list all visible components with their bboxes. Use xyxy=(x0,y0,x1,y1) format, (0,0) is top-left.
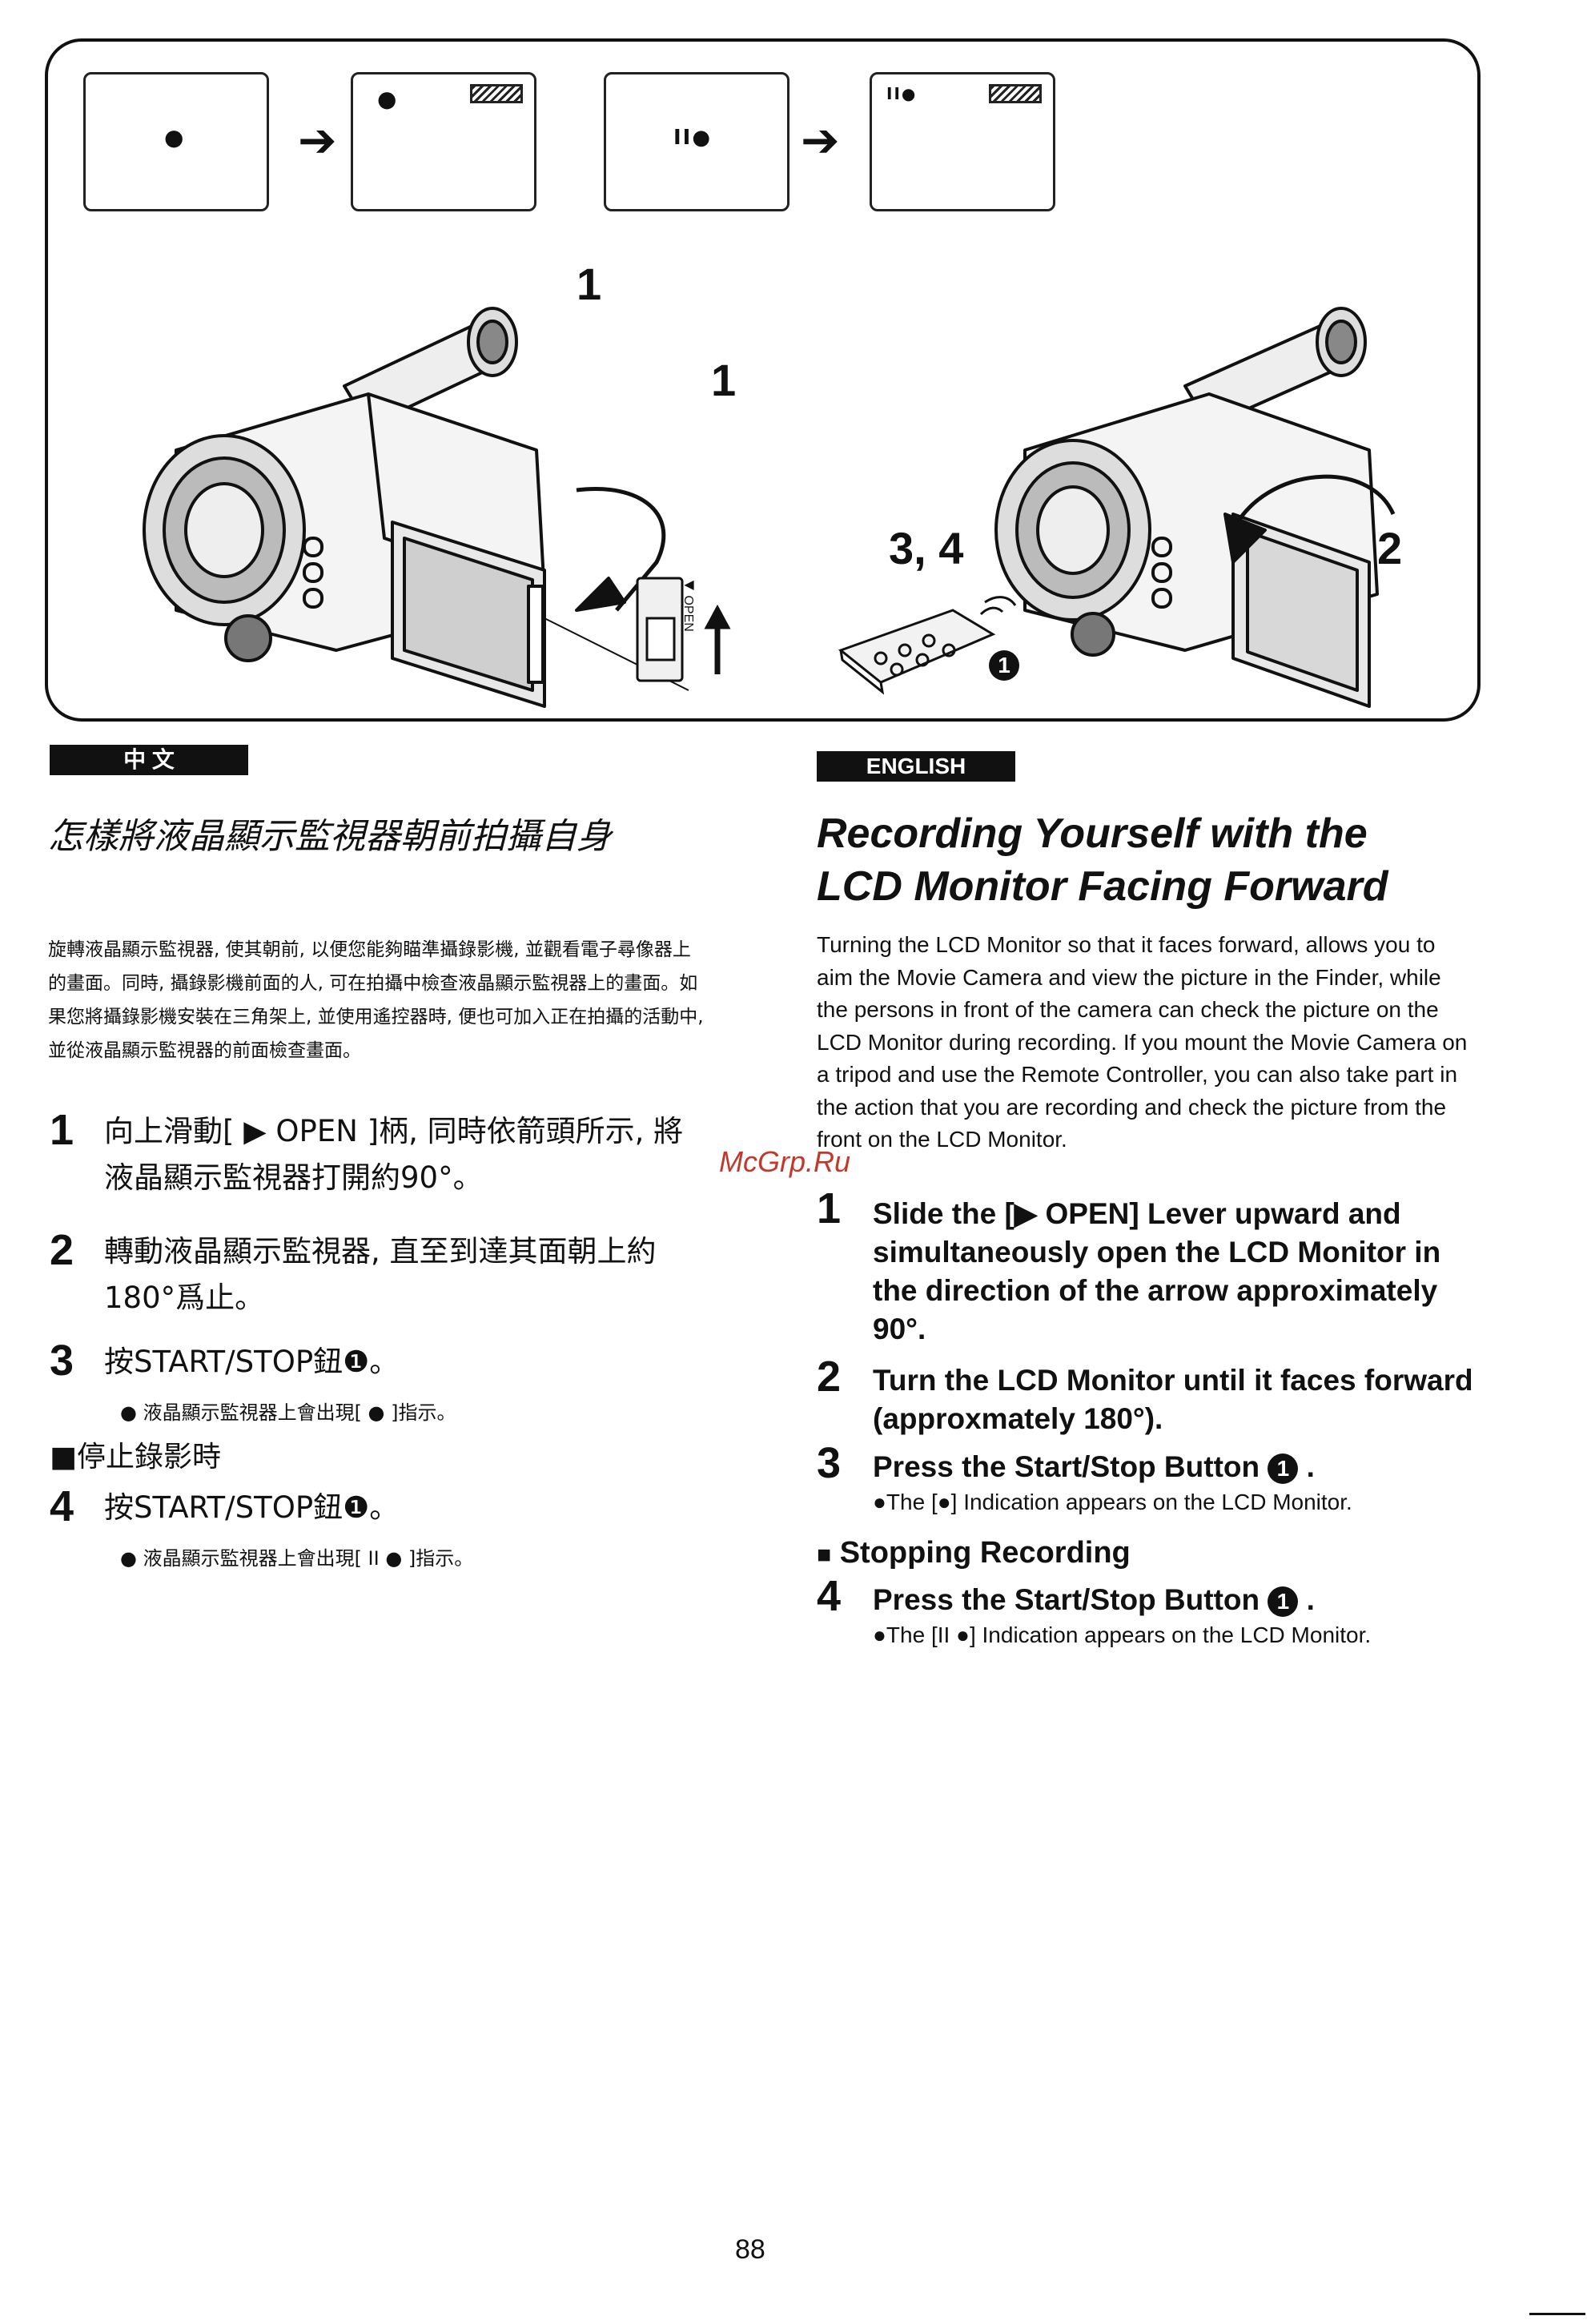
english-step-3-number: 3 xyxy=(817,1439,842,1487)
chinese-step-2: 轉動液晶顯示監視器, 直至到達其面朝上約180°爲止。 xyxy=(104,1234,657,1315)
chinese-step-1-number: 1 xyxy=(50,1106,74,1154)
open-lever-label: ◀ OPEN xyxy=(681,577,695,632)
open-lever-illustration xyxy=(636,577,731,682)
page-number: 88 xyxy=(735,2234,765,2265)
chinese-step-3: 按START/STOP鈕❶。 xyxy=(104,1345,400,1379)
arrow-icon: ➔ xyxy=(298,113,337,167)
chinese-section-tag: 中 文 xyxy=(50,745,248,775)
corner-rule xyxy=(1529,2313,1585,2315)
english-step-4-text: Press the Start/Stop Button xyxy=(873,1583,1260,1616)
illustration-frame: ● ➔ ● II● ➔ II● xyxy=(45,38,1481,722)
english-stop-heading: ■ Stopping Recording xyxy=(817,1536,1131,1570)
english-stop-heading-text: Stopping Recording xyxy=(839,1536,1131,1570)
english-step-4: Press the Start/Stop Button 1 . xyxy=(873,1583,1315,1618)
callout-step-1-a: 1 xyxy=(577,259,602,309)
record-indicator: ● xyxy=(377,86,397,112)
square-bullet-icon: ■ xyxy=(817,1542,832,1568)
english-title-line-1: Recording Yourself with the xyxy=(817,810,1368,857)
english-title: Recording Yourself with the LCD Monitor … xyxy=(817,807,1521,913)
start-stop-button-marker: 1 xyxy=(989,650,1019,681)
remote-controller-illustration xyxy=(838,596,1017,695)
english-step-2-number: 2 xyxy=(817,1353,842,1401)
camcorder-right-illustration xyxy=(994,307,1396,708)
english-intro: Turning the LCD Monitor so that it faces… xyxy=(817,932,1468,1152)
start-stop-button-marker: 1 xyxy=(1268,1454,1299,1485)
watermark: McGrp.Ru xyxy=(719,1145,851,1178)
english-step-3-note: ●The [●] Indication appears on the LCD M… xyxy=(873,1490,1352,1514)
arrow-icon: ➔ xyxy=(801,113,840,167)
english-step-4-number: 4 xyxy=(817,1572,842,1620)
english-step-3: Press the Start/Stop Button 1 . xyxy=(873,1450,1315,1485)
callout-step-2: 2 xyxy=(1377,523,1403,573)
callout-step-1-b: 1 xyxy=(711,355,737,405)
pause-record-indicator: II● xyxy=(886,84,918,103)
callout-step-3-4: 3, 4 xyxy=(889,523,964,573)
chinese-step-1: 向上滑動[ ▶ OPEN ]柄, 同時依箭頭所示, 將液晶顯示監視器打開約90°… xyxy=(104,1114,684,1195)
english-step-4-note: ●The [II ●] Indication appears on the LC… xyxy=(873,1622,1372,1647)
screen-record-battery: ● xyxy=(351,72,536,211)
screen-pause-plain: II● xyxy=(604,72,789,211)
camcorder-left-illustration xyxy=(143,307,689,708)
english-step-1-number: 1 xyxy=(817,1184,842,1232)
pause-record-indicator: II● xyxy=(673,126,713,150)
chinese-step-4: 按START/STOP鈕❶。 xyxy=(104,1490,400,1525)
english-step-2: Turn the LCD Monitor until it faces forw… xyxy=(873,1364,1473,1435)
chinese-stop-heading: ■停止錄影時 xyxy=(50,1441,222,1474)
chinese-step-3-number: 3 xyxy=(50,1337,74,1385)
chinese-step-4-note: ● 液晶顯示監視器上會出現[ II ● ]指示。 xyxy=(120,1547,474,1570)
screen-pause-battery: II● xyxy=(870,72,1055,211)
chinese-title: 怎樣將液晶顯示監視器朝前拍攝自身 xyxy=(48,816,612,857)
english-step-3-text: Press the Start/Stop Button xyxy=(873,1450,1260,1483)
english-title-line-2: LCD Monitor Facing Forward xyxy=(817,863,1388,910)
battery-icon xyxy=(989,84,1042,103)
record-indicator: ● xyxy=(164,124,184,151)
chinese-step-2-number: 2 xyxy=(50,1226,74,1274)
chinese-intro: 旋轉液晶顯示監視器, 使其朝前, 以便您能夠瞄準攝錄影機, 並觀看電子尋像器上的… xyxy=(48,939,704,1061)
chinese-step-3-note: ● 液晶顯示監視器上會出現[ ● ]指示。 xyxy=(120,1401,456,1424)
start-stop-button-marker: 1 xyxy=(1268,1586,1299,1618)
battery-icon xyxy=(470,84,523,103)
english-section-tag: ENGLISH xyxy=(817,751,1015,782)
screen-record-plain: ● xyxy=(83,72,269,211)
chinese-step-4-number: 4 xyxy=(50,1482,74,1530)
english-step-1: Slide the [▶ OPEN] Lever upward and simu… xyxy=(873,1197,1441,1345)
